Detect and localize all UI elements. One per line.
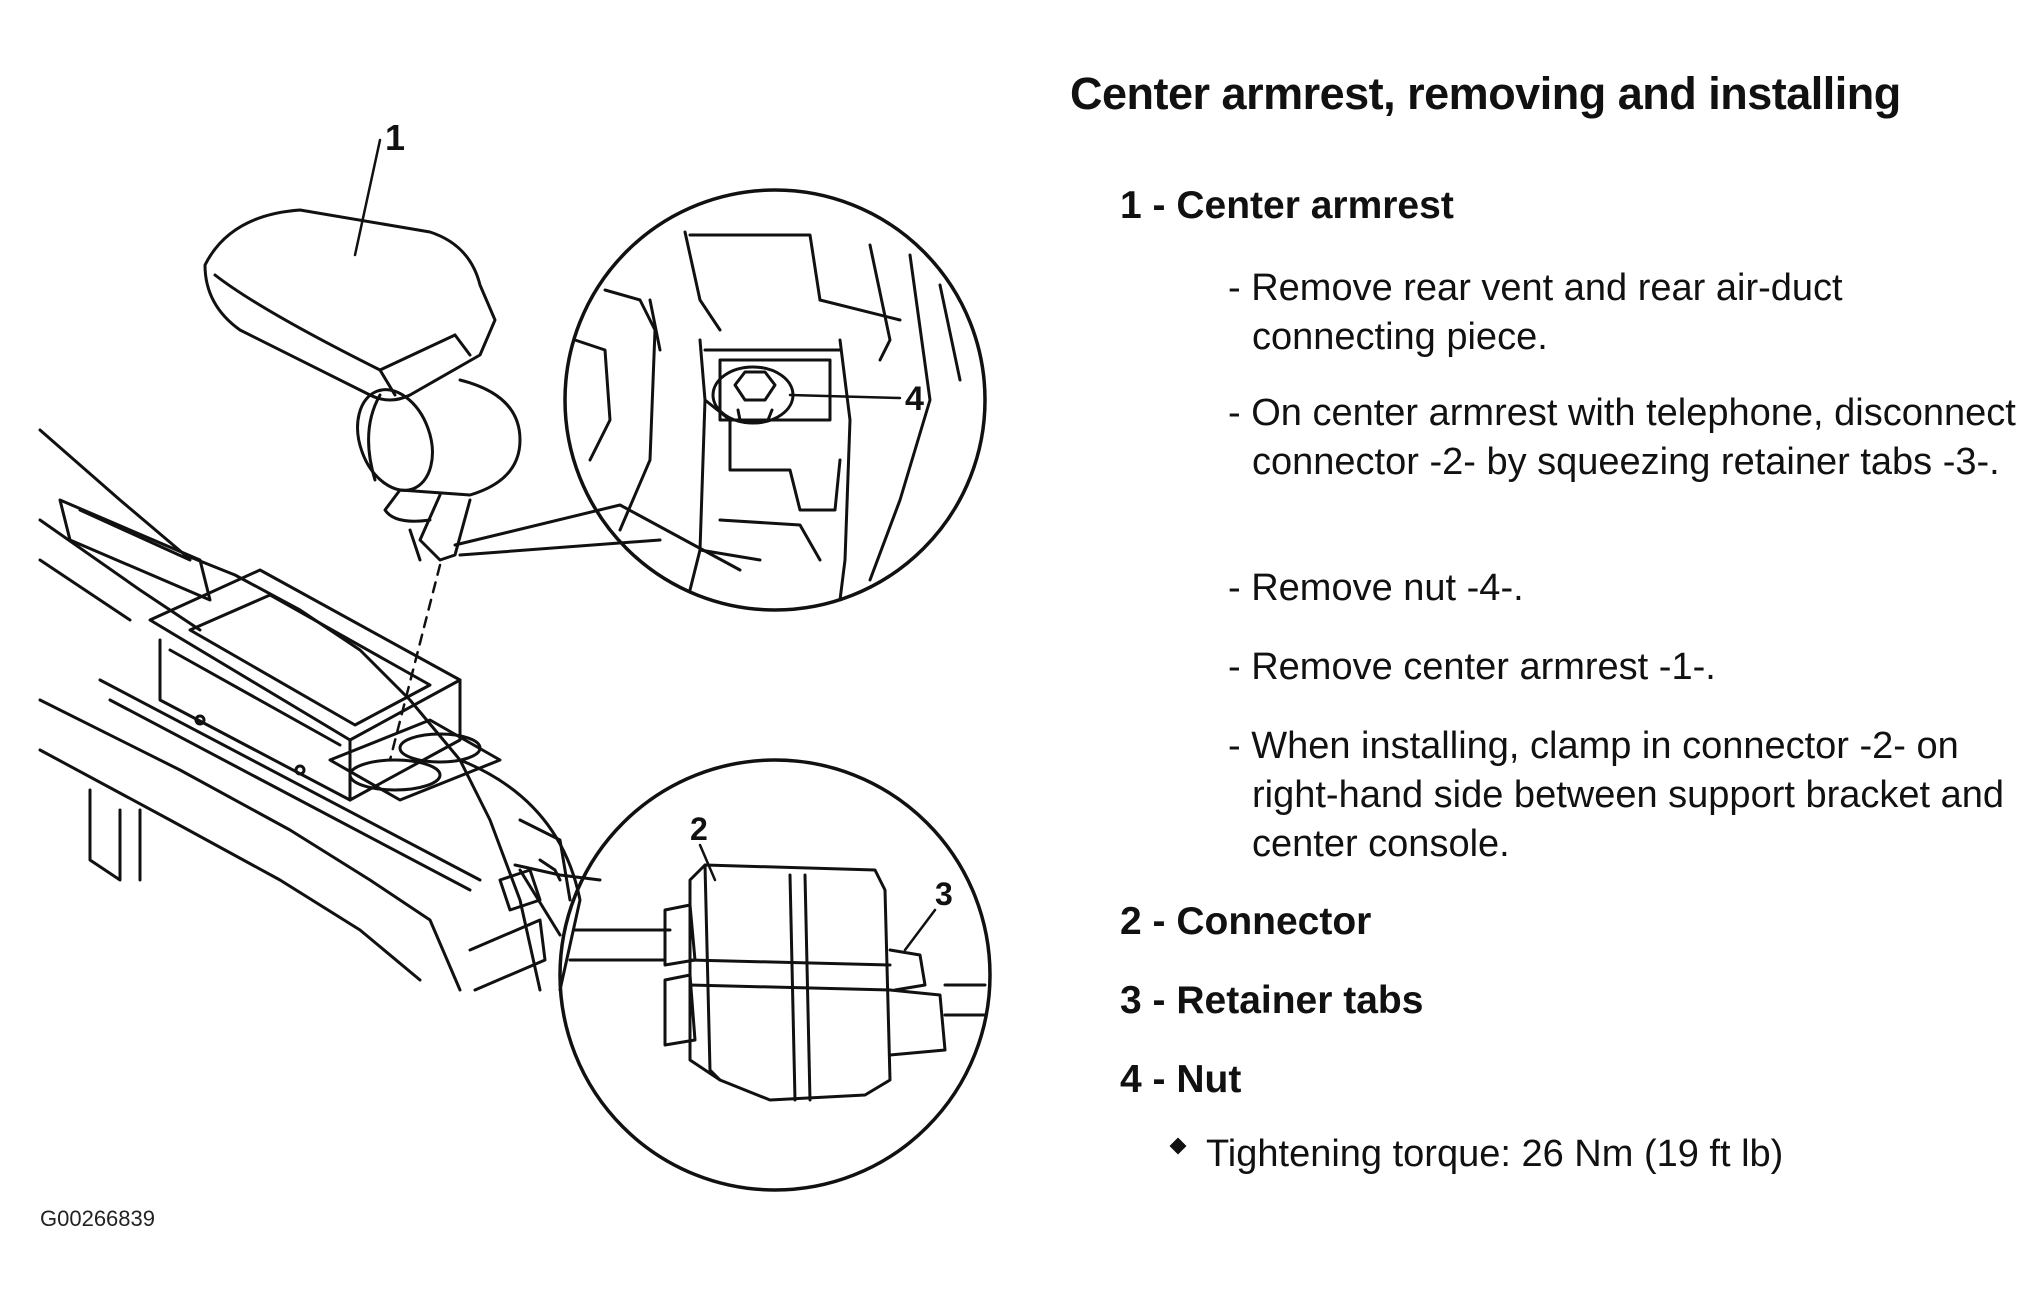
leader-line-bottom [513, 863, 602, 882]
step-2: - On center armrest with telephone, disc… [1228, 392, 2016, 483]
instructions-panel: Center armrest, removing and installing … [1060, 0, 2016, 1301]
step-1: - Remove rear vent and rear air-duct con… [1228, 267, 1843, 358]
page-title: Center armrest, removing and installing [1070, 68, 1901, 119]
nut-detail-circle [563, 188, 987, 612]
dashed-guide-line [388, 563, 442, 762]
callout-3: 3 [935, 876, 953, 912]
callout-2: 2 [690, 811, 708, 847]
figure-id: G00266839 [40, 1206, 155, 1231]
item-1-heading: 1 - Center armrest [1120, 184, 1454, 227]
armrest-illustration: 1 4 [38, 117, 992, 1192]
item-4-heading: 4 - Nut [1120, 1058, 1242, 1101]
callout-4: 4 [905, 380, 924, 418]
step-5: - When installing, clamp in connector -2… [1228, 725, 2005, 865]
item-3-heading: 3 - Retainer tabs [1120, 979, 1424, 1022]
center-console-drawing [38, 428, 582, 992]
torque-spec: Tightening torque: 26 Nm (19 ft lb) [1169, 1133, 1784, 1176]
connector-detail-circle [558, 758, 992, 1192]
step-4: - Remove center armrest -1-. [1228, 646, 1716, 688]
callout-1: 1 [385, 117, 405, 158]
step-3: - Remove nut -4-. [1228, 567, 1524, 609]
diamond-bullet-icon [1169, 1137, 1187, 1155]
torque-spec-text: Tightening torque: 26 Nm (19 ft lb) [1206, 1133, 1784, 1175]
center-armrest-drawing [203, 208, 522, 562]
item-2-heading: 2 - Connector [1120, 900, 1372, 943]
